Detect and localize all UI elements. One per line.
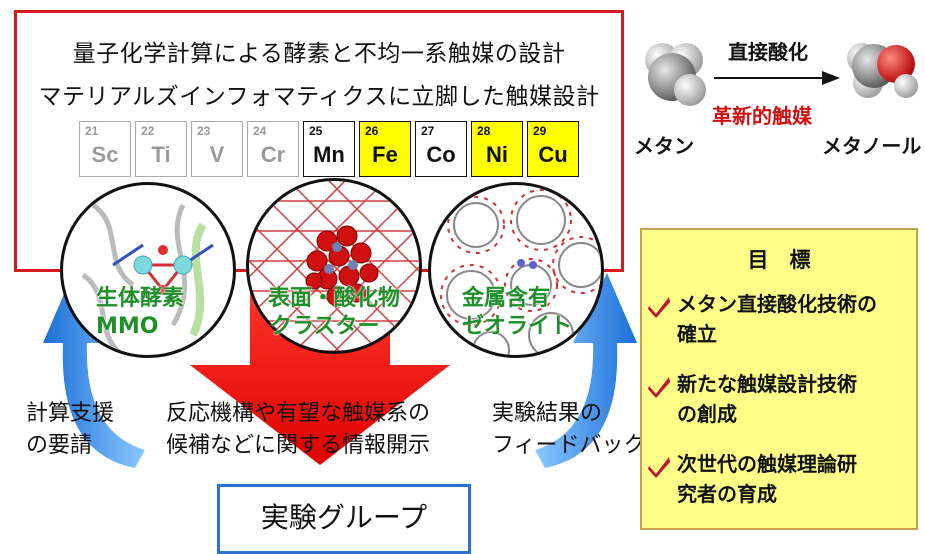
methanol-molecule-icon — [847, 43, 918, 98]
enzyme-circle — [60, 182, 236, 358]
circle-3-label-line-1: 金属含有 — [462, 286, 551, 311]
center-text-line-1: 反応機構や有望な触媒系の — [166, 401, 431, 426]
element-symbol: Fe — [372, 142, 398, 167]
reactant-label: メタン — [634, 134, 694, 158]
center-text-line-2: 候補などに関する情報開示 — [166, 433, 431, 458]
element-number: 22 — [141, 124, 155, 138]
title-line-2: マテリアルズインフォマティクスに立脚した触媒設計 — [38, 84, 600, 110]
right-text-line-1: 実験結果の — [492, 401, 603, 426]
catalyst-label: 革新的触媒 — [712, 104, 812, 128]
element-number: 24 — [253, 124, 267, 138]
element-symbol: Mn — [313, 142, 345, 167]
left-text-line-1: 計算支援 — [26, 401, 115, 426]
element-number: 23 — [197, 124, 211, 138]
zeolite-structure-icon — [440, 189, 601, 355]
product-label: メタノール — [822, 134, 922, 158]
right-text-line-2: フィードバック — [492, 433, 646, 458]
element-number: 27 — [421, 124, 435, 138]
circle-2-label-line-1: 表面・酸化物 — [268, 286, 401, 311]
goal-1-line-2: 確立 — [677, 322, 717, 346]
goal-2-line-1: 新たな触媒設計技術 — [677, 372, 857, 396]
arrow-label: 直接酸化 — [728, 40, 808, 64]
circle-1-label-line-2: MMO — [96, 314, 159, 339]
reaction-arrow-icon — [714, 71, 840, 85]
circle-2-label-line-2: クラスター — [270, 314, 380, 339]
goal-box — [640, 228, 918, 530]
element-number: 25 — [309, 124, 323, 138]
goal-title: 目 標 — [747, 248, 811, 272]
check-icon — [648, 377, 670, 398]
circle-3-label-line-2: ゼオライト — [462, 314, 573, 339]
element-number: 26 — [365, 124, 379, 138]
check-icon — [648, 297, 670, 318]
goal-1-line-1: メタン直接酸化技術の — [677, 292, 877, 316]
zeolite-circle — [428, 182, 604, 358]
left-up-arrow-icon — [43, 273, 145, 468]
element-symbol: Ti — [151, 142, 171, 167]
left-text-line-2: の要請 — [26, 433, 93, 458]
element-symbol: Sc — [91, 142, 119, 167]
title-line-1: 量子化学計算による酵素と不均一系触媒の設計 — [72, 41, 566, 67]
methane-molecule-icon — [645, 43, 706, 106]
goal-3-line-2: 究者の育成 — [677, 482, 777, 506]
element-number: 21 — [85, 124, 99, 138]
circle-1-label-line-1: 生体酵素 — [96, 286, 185, 311]
element-symbol: V — [209, 142, 225, 167]
goal-2-line-2: の創成 — [677, 402, 737, 426]
cluster-structure-icon — [249, 181, 419, 351]
element-symbol: Cu — [538, 142, 568, 167]
goal-3-line-1: 次世代の触媒理論研 — [677, 452, 857, 476]
right-up-arrow-icon — [535, 273, 637, 468]
enzyme-structure-icon — [81, 202, 214, 355]
element-number: 28 — [477, 124, 491, 138]
element-symbol: Co — [426, 142, 456, 167]
element-symbol: Cr — [260, 142, 286, 167]
experiment-group-label: 実験グループ — [260, 501, 428, 534]
element-symbol: Ni — [486, 142, 508, 167]
element-number: 29 — [533, 124, 547, 138]
surface-cluster-circle — [246, 178, 422, 354]
check-icon — [648, 457, 670, 478]
